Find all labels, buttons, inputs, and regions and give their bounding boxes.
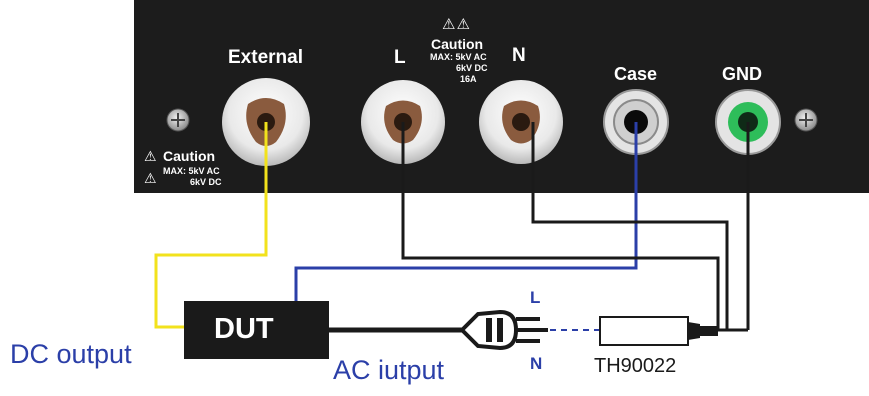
right-screw-icon <box>794 108 818 132</box>
dut-label: DUT <box>214 313 274 345</box>
left-screw-icon <box>166 108 190 132</box>
left-caution-title: Caution <box>163 148 216 164</box>
neutral-terminal <box>479 80 563 164</box>
center-caution-title: Caution <box>431 36 484 52</box>
line-wire <box>401 122 720 330</box>
ac-output-label: AC iutput <box>333 355 445 385</box>
center-warning-icon: ⚠⚠ <box>442 16 471 33</box>
center-caution-line3: 16A <box>460 74 477 84</box>
dut-box <box>184 301 329 359</box>
neutral-label: N <box>512 45 526 66</box>
dc-output-label: DC output <box>10 339 132 369</box>
ground-label: GND <box>722 64 762 84</box>
left-caution-line2: 6kV DC <box>190 177 222 187</box>
left-warning-icon: ⚠ <box>144 148 157 164</box>
yellow-wire <box>154 122 268 329</box>
left-caution-line1: MAX: 5kV AC <box>163 166 220 176</box>
center-caution-line1: MAX: 5kV AC <box>430 52 487 62</box>
blue-wire <box>294 122 638 301</box>
line-label: L <box>394 47 406 68</box>
adapter-label: TH90022 <box>594 355 677 377</box>
case-label: Case <box>614 64 658 84</box>
adapter-box <box>599 316 718 346</box>
plug-n-label: N <box>530 354 543 373</box>
neutral-wire <box>531 122 729 330</box>
external-label: External <box>228 47 303 68</box>
plug-l-label: L <box>530 288 541 307</box>
power-plug-icon <box>459 309 548 351</box>
left-warning-icon-2: ⚠ <box>144 170 157 186</box>
center-caution-line2: 6kV DC <box>456 63 488 73</box>
